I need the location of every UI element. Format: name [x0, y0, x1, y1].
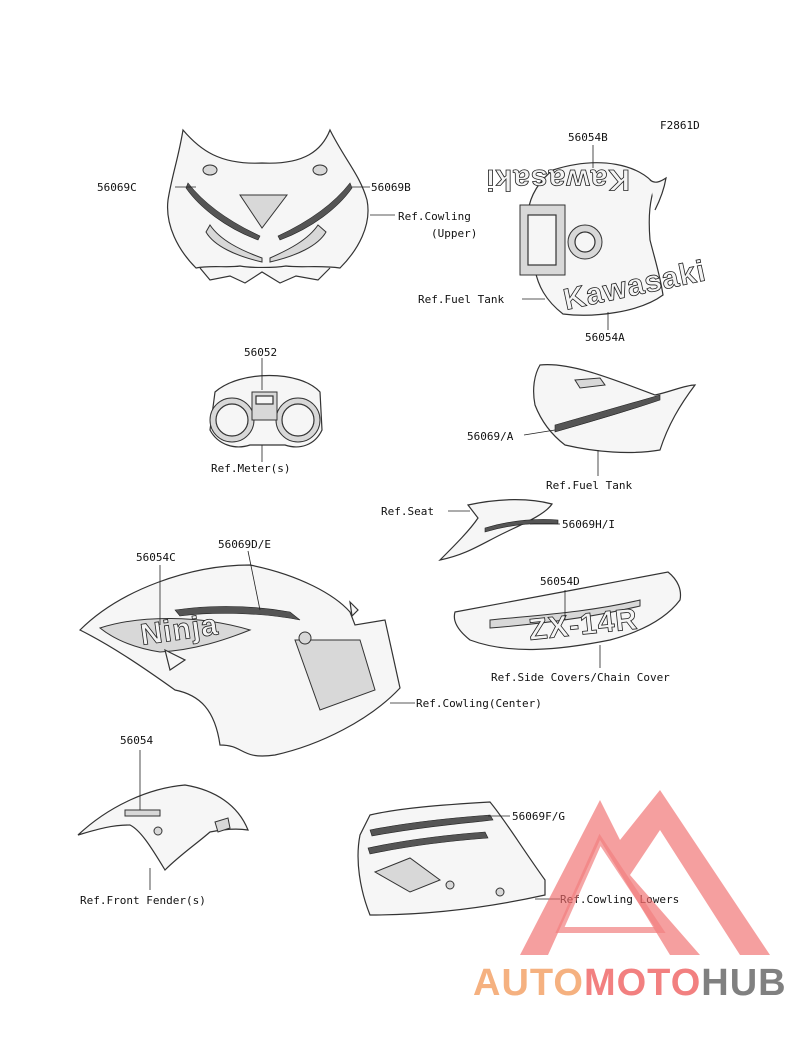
figure-code: F2861D — [660, 119, 700, 132]
seat-part — [438, 499, 559, 561]
label-56054d: 56054D — [540, 575, 580, 588]
watermark-logo: AUTOMOTOHUB — [473, 790, 787, 1004]
label-56054a: 56054A — [585, 331, 625, 344]
svg-text:AUTOMOTOHUB: AUTOMOTOHUB — [473, 962, 787, 1004]
label-56052: 56052 — [244, 346, 277, 359]
label-ref-fuel-tank-2: Ref.Fuel Tank — [546, 479, 632, 492]
tank-top-logo: Kawasaki — [485, 163, 630, 196]
label-ref-cowling-upper-1: Ref.Cowling — [398, 210, 471, 223]
cowling-center-part: Ninja — [78, 564, 401, 757]
label-56069b: 56069B — [371, 181, 411, 194]
label-ref-fuel-tank-1: Ref.Fuel Tank — [418, 293, 504, 306]
label-ref-side-covers: Ref.Side Covers/Chain Cover — [491, 671, 670, 684]
upper-cowling-part — [166, 128, 369, 284]
label-ref-front-fender: Ref.Front Fender(s) — [80, 894, 206, 907]
label-56054: 56054 — [120, 734, 153, 747]
watermark-part2: MOTO — [584, 962, 701, 1004]
label-56069fg: 56069F/G — [512, 810, 565, 823]
label-ref-cowling-center: Ref.Cowling(Center) — [416, 697, 542, 710]
label-56069a: 56069/A — [467, 430, 514, 443]
label-56069de: 56069D/E — [218, 538, 271, 551]
label-ref-seat: Ref.Seat — [381, 505, 434, 518]
label-ref-meter: Ref.Meter(s) — [211, 462, 290, 475]
fuel-tank-side-part — [533, 364, 697, 454]
watermark-part1: AUTO — [473, 962, 584, 1004]
label-56054b: 56054B — [568, 131, 608, 144]
fuel-tank-top-part: Kawasaki Kawasaki — [485, 162, 709, 317]
label-56069hi: 56069H/I — [562, 518, 615, 531]
label-56069c: 56069C — [97, 181, 137, 194]
meter-part — [209, 374, 323, 448]
front-fender-part — [77, 784, 249, 871]
label-ref-cowling-upper-2: (Upper) — [431, 227, 477, 240]
cowling-lowers-part — [357, 801, 546, 916]
label-56054c: 56054C — [136, 551, 176, 564]
watermark-part3: HUB — [701, 962, 786, 1004]
